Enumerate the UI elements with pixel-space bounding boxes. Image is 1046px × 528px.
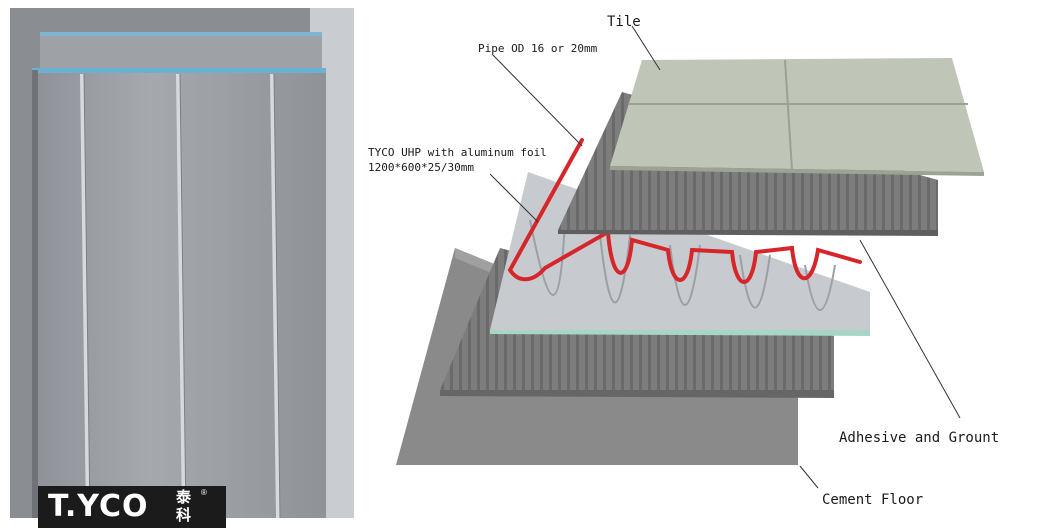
logo-chinese-text: 泰科	[176, 488, 192, 524]
adhesive-leader	[859, 239, 961, 419]
layer-diagram: Tile Pipe OD 16 or 20mm TYCO UHP with al…	[368, 14, 999, 508]
cement-label: Cement Floor	[822, 492, 923, 508]
pipe-leader	[491, 53, 583, 147]
cement-leader	[799, 465, 819, 489]
brand-logo: T.YCO 泰科 ®	[38, 486, 226, 528]
tile-leader	[631, 25, 661, 71]
insulation-boards-image	[10, 8, 354, 518]
board-label-line1: TYCO UHP with aluminum foil	[368, 146, 547, 159]
tile-layer	[610, 58, 984, 176]
pipe-label: Pipe OD 16 or 20mm	[478, 42, 598, 55]
product-photo	[10, 8, 354, 518]
adhesive-label: Adhesive and Grount	[839, 430, 999, 446]
tile-label: Tile	[607, 14, 641, 30]
logo-text: T.YCO	[48, 489, 149, 524]
board-leader	[489, 173, 539, 223]
board-label-line2: 1200*600*25/30mm	[368, 161, 474, 174]
registered-mark: ®	[201, 488, 207, 497]
heating-pipe	[507, 138, 862, 284]
